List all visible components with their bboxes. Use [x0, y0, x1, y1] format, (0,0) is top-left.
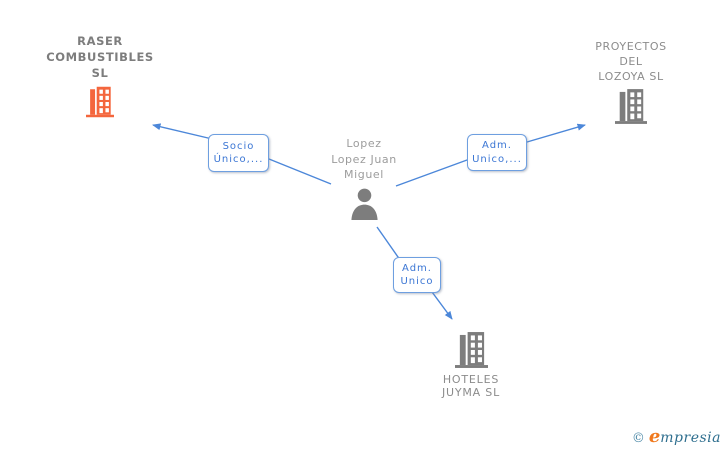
copyright-icon: © [631, 431, 645, 446]
relation-label-line: Socio [222, 140, 255, 152]
person-name-line: Lopez [346, 137, 382, 150]
relation-label-line: Adm. [482, 140, 512, 151]
company-name-line: DEL [619, 55, 643, 68]
person-name-line: Miguel [344, 168, 384, 181]
person-name-line: Lopez Juan [331, 152, 397, 166]
company-name: PROYECTOS DEL LOZOYA SL [578, 39, 684, 84]
company-name-line: PROYECTOS [595, 40, 667, 53]
relation-label-adm-unico-hoteles[interactable]: Adm. Unico [393, 257, 441, 293]
company-node-hoteles[interactable]: HOTELES JUYMA SL [419, 332, 523, 399]
company-node-proyectos[interactable]: PROYECTOS DEL LOZOYA SL [578, 39, 684, 124]
relation-label-line: Unico [400, 276, 434, 287]
relation-label-socio-unico[interactable]: Socio Único,... [208, 134, 269, 172]
company-name-line: SL [91, 66, 109, 80]
company-name-line: HOTELES [442, 373, 500, 386]
person-name: Lopez Lopez Juan Miguel [312, 136, 416, 183]
company-name-line: COMBUSTIBLES [46, 50, 154, 64]
company-name: RASER COMBUSTIBLES SL [28, 33, 172, 81]
relation-label-line: Unico,... [472, 153, 522, 165]
relation-label-line: Único,... [213, 154, 264, 165]
company-name: HOTELES JUYMA SL [419, 373, 523, 399]
brand-name: mpresia [660, 430, 721, 446]
empresia-logo[interactable]: ©empresia [632, 426, 721, 447]
company-name-line: LOZOYA SL [598, 70, 664, 83]
relation-label-line: Adm. [402, 262, 432, 274]
person-icon [312, 188, 416, 220]
company-name-line: JUYMA SL [441, 386, 501, 399]
brand-initial: e [648, 426, 661, 447]
company-node-raser[interactable]: RASER COMBUSTIBLES SL [28, 33, 172, 118]
relation-label-adm-unico-proyectos[interactable]: Adm. Unico,... [467, 134, 527, 171]
company-name-line: RASER [77, 34, 123, 48]
building-icon [419, 332, 523, 368]
building-icon [578, 89, 684, 124]
person-node-lopez[interactable]: Lopez Lopez Juan Miguel [312, 136, 416, 220]
building-icon [28, 86, 172, 118]
